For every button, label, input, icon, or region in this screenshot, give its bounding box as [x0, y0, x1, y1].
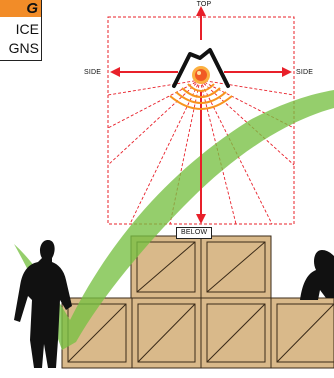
label-side-right: SIDE — [296, 69, 314, 76]
label-below: BELOW — [176, 227, 213, 239]
signal-waves-icon — [169, 83, 233, 110]
label-side-left: SIDE — [84, 69, 102, 76]
crate — [131, 297, 202, 369]
person-silhouette-left — [14, 240, 72, 368]
crate — [270, 297, 334, 369]
sign-line-2: GNS — [8, 40, 39, 56]
sensor-icon — [192, 66, 210, 84]
label-top: TOP — [196, 1, 212, 8]
crate — [200, 297, 272, 369]
sensor-bracket — [172, 48, 230, 88]
sign-line-1: ICE — [15, 21, 39, 37]
person-silhouette-right — [300, 250, 334, 300]
info-sign: G ICE GNS — [0, 0, 42, 61]
crate — [200, 235, 272, 299]
checkmark-icon — [14, 90, 334, 350]
sign-heading: G — [0, 0, 41, 17]
crate-stack — [61, 235, 334, 369]
direction-arrows — [110, 6, 292, 224]
